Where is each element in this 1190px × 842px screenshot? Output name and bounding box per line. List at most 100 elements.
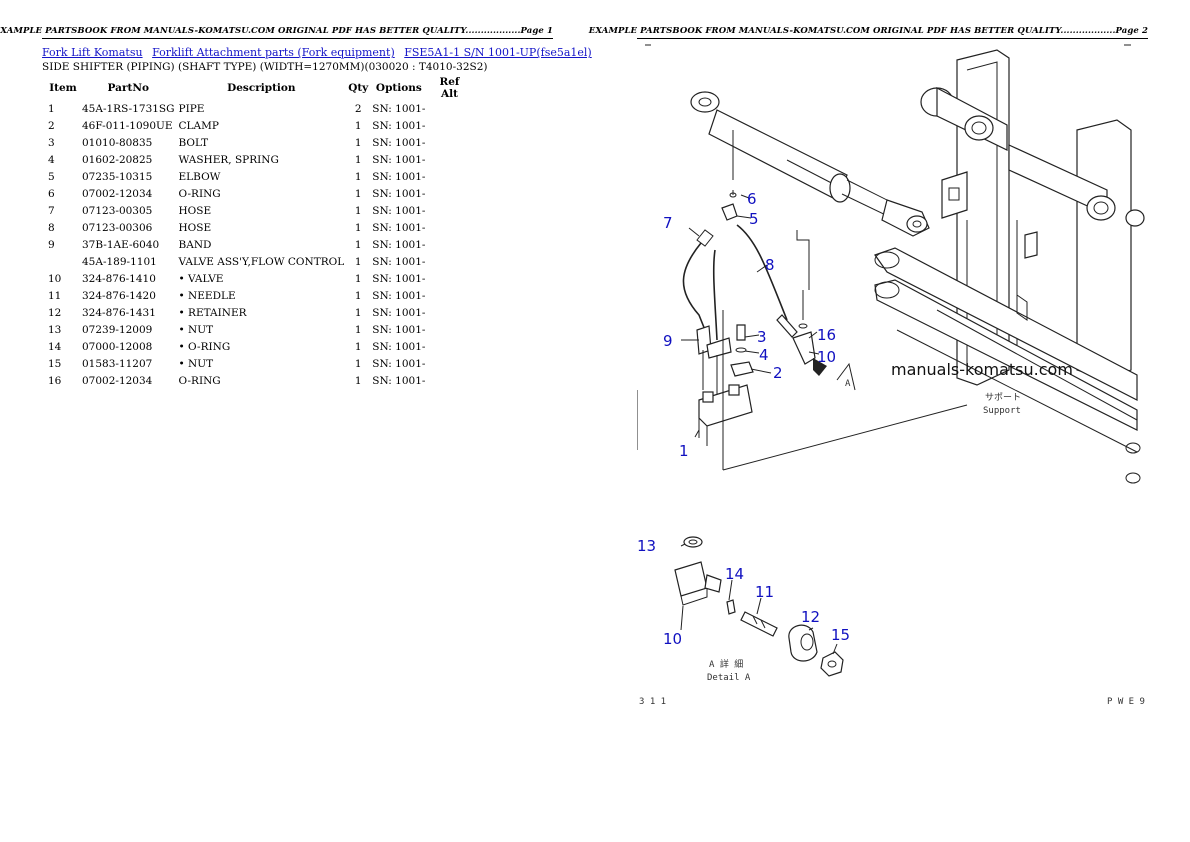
options-cell: SN: 1001-: [372, 289, 426, 302]
qty-cell: 1: [354, 306, 362, 319]
qty-cell: 1: [354, 204, 362, 217]
partno-cell: 324-876-1410: [82, 272, 156, 285]
callout-number: 14: [725, 565, 744, 583]
ref-alt-cell: [427, 321, 471, 338]
qty-cell: 1: [354, 238, 362, 251]
qty-cell: 1: [354, 374, 362, 387]
ref-alt-cell: [427, 304, 471, 321]
support-label-jp: サポート: [985, 392, 1021, 403]
qty-cell: 1: [354, 187, 362, 200]
ref-alt-cell: [427, 338, 471, 355]
options-cell: SN: 1001-: [372, 238, 426, 251]
callout-number: 3: [757, 328, 767, 346]
ref-alt-cell: [427, 185, 471, 202]
description-cell: HOSE: [178, 204, 212, 217]
partno-cell: 01602-20825: [82, 153, 153, 166]
support-label-en: Support: [983, 406, 1021, 416]
ref-alt-cell: [427, 270, 471, 287]
options-cell: SN: 1001-: [372, 340, 426, 353]
breadcrumb-link-fork-lift[interactable]: Fork Lift Komatsu: [42, 46, 143, 59]
col-ref-alt: Ref Alt: [439, 76, 460, 100]
breadcrumb-link-attachment[interactable]: Forklift Attachment parts (Fork equipmen…: [152, 46, 395, 59]
ref-alt-cell: [427, 287, 471, 304]
ref-alt-cell: [427, 236, 471, 253]
callout-number: 6: [747, 190, 757, 208]
partno-cell: 46F-011-1090UE: [82, 119, 173, 132]
ref-alt-cell: [427, 151, 471, 168]
qty-cell: 1: [354, 221, 362, 234]
description-cell: PIPE: [178, 102, 205, 115]
item-cell: [42, 253, 80, 270]
item-cell: 8: [48, 221, 55, 234]
options-cell: SN: 1001-: [372, 119, 426, 132]
options-cell: SN: 1001-: [372, 255, 426, 268]
item-cell: 10: [48, 272, 62, 285]
qty-cell: 1: [354, 255, 362, 268]
partno-cell: 07123-00306: [82, 221, 153, 234]
footer-code-left: 3 1 1: [639, 697, 666, 707]
qty-cell: 1: [354, 272, 362, 285]
partno-cell: 37B-1AE-6040: [82, 238, 160, 251]
parts-list-page: EXAMPLE PARTSBOOK FROM MANUALS-KOMATSU.C…: [0, 26, 592, 389]
callout-number: 4: [759, 346, 769, 364]
breadcrumb-link-model[interactable]: FSE5A1-1 S/N 1001-UP(fse5a1el): [404, 46, 592, 59]
item-cell: 6: [48, 187, 55, 200]
col-partno: PartNo: [107, 82, 149, 94]
item-cell: 11: [48, 289, 62, 302]
description-cell: ELBOW: [178, 170, 221, 183]
partno-cell: 45A-189-1101: [82, 255, 157, 268]
ref-alt-cell: [427, 202, 471, 219]
detail-label-jp: A 詳 細: [709, 658, 743, 670]
item-cell: 3: [48, 136, 55, 149]
partno-cell: 01583-11207: [82, 357, 153, 370]
table-header-row: Item PartNo Description Qty Options Ref …: [42, 76, 471, 100]
frame-marks: [637, 44, 1131, 450]
callout-number: 2: [773, 364, 783, 382]
parts-table: Item PartNo Description Qty Options Ref …: [42, 76, 471, 389]
description-cell: • O-RING: [178, 340, 231, 353]
callout-number: 9: [663, 332, 673, 350]
qty-cell: 1: [354, 289, 362, 302]
qty-cell: 1: [354, 357, 362, 370]
description-cell: • RETAINER: [178, 306, 247, 319]
callout-number: 7: [663, 214, 673, 232]
cylinder-drawing: [690, 91, 930, 237]
options-cell: SN: 1001-: [372, 204, 426, 217]
item-cell: 4: [48, 153, 55, 166]
ref-alt-cell: [427, 219, 471, 236]
ref-alt-cell: [427, 134, 471, 151]
partno-cell: 07239-12009: [82, 323, 153, 336]
detail-label-en: Detail A: [707, 673, 751, 683]
options-cell: SN: 1001-: [372, 187, 426, 200]
watermark-text: manuals-komatsu.com: [891, 360, 1073, 379]
callout-number: 5: [749, 210, 759, 228]
description-cell: • NEEDLE: [178, 289, 236, 302]
partno-cell: 07000-12008: [82, 340, 153, 353]
ref-alt-cell: [427, 372, 471, 389]
fork-rail-drawing: [874, 247, 1141, 484]
piping-drawing: [682, 190, 968, 471]
item-cell: 15: [48, 357, 62, 370]
options-cell: SN: 1001-: [372, 221, 426, 234]
callout-number: 8: [765, 256, 775, 274]
qty-cell: 1: [354, 136, 362, 149]
options-cell: SN: 1001-: [372, 153, 426, 166]
footer-code-right: P W E 9: [1107, 697, 1145, 707]
partno-cell: 07235-10315: [82, 170, 153, 183]
options-cell: SN: 1001-: [372, 102, 426, 115]
callout-number: 15: [831, 626, 850, 644]
partno-cell: 07123-00305: [82, 204, 153, 217]
